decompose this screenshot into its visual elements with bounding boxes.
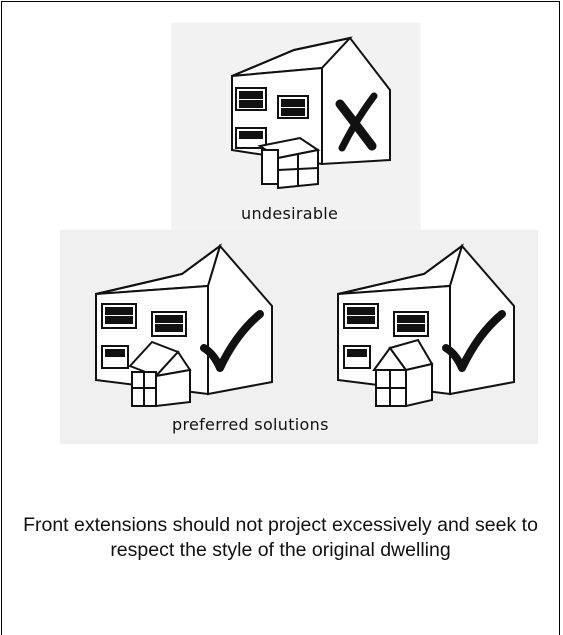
caption-text: Front extensions should not project exce… (23, 514, 538, 561)
house-preferred-right (337, 243, 515, 408)
house-undesirable (231, 36, 391, 190)
cross-icon (335, 92, 378, 152)
house-preferred-left (95, 243, 273, 408)
check-icon (442, 310, 506, 372)
check-icon (200, 310, 264, 372)
undesirable-label: undesirable (241, 204, 339, 223)
preferred-solutions-label: preferred solutions (172, 415, 329, 434)
